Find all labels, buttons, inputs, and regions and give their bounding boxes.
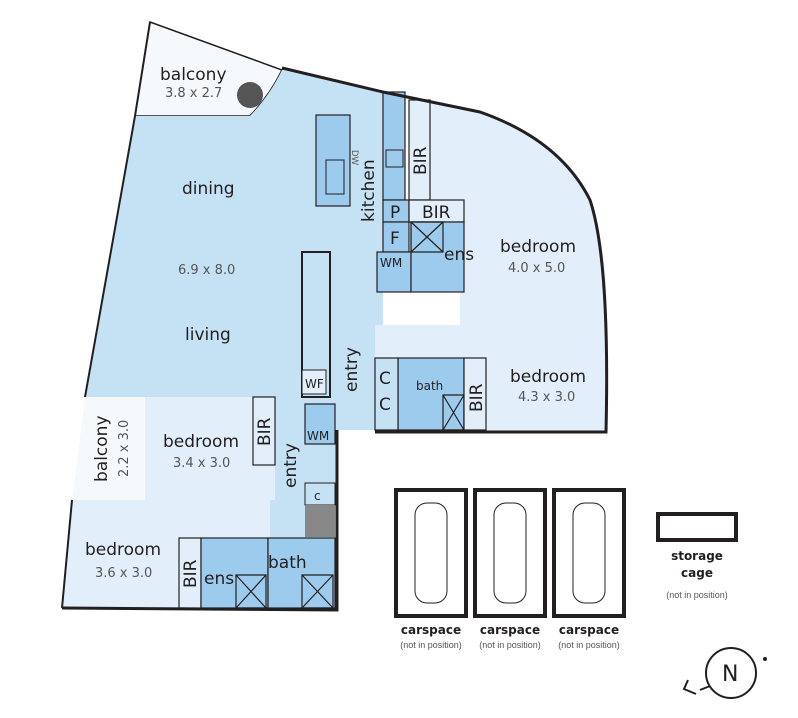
bath-bottom xyxy=(267,537,336,609)
bath-top xyxy=(397,357,465,431)
entry-bottom-label: entry xyxy=(281,443,301,488)
laundry-bottom xyxy=(304,403,336,445)
carspace-1: carspace (not in position) xyxy=(394,488,468,650)
entry-top-label: entry xyxy=(342,347,362,392)
storage-label: storage xyxy=(671,549,723,563)
bir-bedroom3 xyxy=(252,396,276,466)
exterior-wall xyxy=(61,66,609,612)
bath-top-label: bath xyxy=(416,379,443,393)
kitchen-label: kitchen xyxy=(359,159,379,222)
ens-bottom-label: ens xyxy=(204,569,234,589)
sink-icon xyxy=(325,159,345,195)
bir-bedroom3-label: BIR xyxy=(255,417,275,446)
bedroom-2-size: 4.3 x 3.0 xyxy=(518,390,575,405)
laundry-top xyxy=(376,251,412,293)
wm-bottom-label: WM xyxy=(307,429,329,443)
living-size: 6.9 x 8.0 xyxy=(178,263,235,278)
cupboard-2-label: C xyxy=(379,395,391,415)
dining-label: dining xyxy=(182,179,235,199)
north-letter: N xyxy=(722,662,738,687)
bedroom-4-label: bedroom xyxy=(85,540,161,560)
shower-icon xyxy=(410,221,444,253)
ensuite-bottom xyxy=(200,537,269,609)
cooktop-icon xyxy=(385,149,404,168)
storage-note: (not in position) xyxy=(666,590,728,600)
fridge-label: F xyxy=(390,229,400,249)
bedroom-1-area xyxy=(430,100,607,325)
bedroom-3-label: bedroom xyxy=(163,432,239,452)
hot-water-unit-icon xyxy=(237,82,263,108)
bedroom-1-size: 4.0 x 5.0 xyxy=(508,261,565,276)
ensuite-top xyxy=(410,221,465,293)
balcony-left-size: 2.2 x 3.0 xyxy=(117,420,132,477)
bir-bedroom1-label: BIR xyxy=(422,203,451,223)
bir-kitchen-label: BIR xyxy=(411,146,431,175)
shower-icon xyxy=(301,574,334,609)
living-label: living xyxy=(185,325,231,345)
carspace-2-note: (not in position) xyxy=(479,640,541,650)
bath-bottom-label: bath xyxy=(268,553,307,573)
carspace-1-label: carspace xyxy=(401,623,461,637)
wf-label: WF xyxy=(305,377,324,391)
carspace-3: carspace (not in position) xyxy=(552,488,626,650)
carspace-1-note: (not in position) xyxy=(400,640,462,650)
wf-box xyxy=(301,369,327,395)
duct xyxy=(305,505,335,537)
cupboard-1-label: C xyxy=(379,369,391,389)
bedroom-1-label: bedroom xyxy=(500,237,576,257)
ens-top-label: ens xyxy=(444,245,474,265)
balcony-left-area xyxy=(72,397,145,500)
kitchen-bench xyxy=(382,91,406,201)
bedroom-4-size: 3.6 x 3.0 xyxy=(95,566,152,581)
living-dining-area xyxy=(85,70,383,610)
pantry-label: P xyxy=(390,203,400,223)
dishwasher-label: DW xyxy=(350,150,360,165)
balcony-top-label: balcony xyxy=(160,65,227,85)
bedroom-3-size: 3.4 x 3.0 xyxy=(173,456,230,471)
cupboard-small-label: c xyxy=(314,489,321,503)
north-compass-icon: N xyxy=(682,647,767,699)
fridge xyxy=(382,221,410,253)
balcony-left-label: balcony xyxy=(92,415,112,482)
storage-cage: storage cage (not in position) xyxy=(656,512,738,600)
cupboards xyxy=(374,357,399,431)
balcony-top-size: 3.8 x 2.7 xyxy=(165,86,222,101)
facade-glazing xyxy=(61,21,151,609)
bedroom-2-label: bedroom xyxy=(510,367,586,387)
carspace-2-label: carspace xyxy=(480,623,540,637)
carspace-3-label: carspace xyxy=(559,623,619,637)
bir-bedroom2 xyxy=(463,357,487,431)
bir-bedroom2-label: BIR xyxy=(467,383,487,412)
cage-label: cage xyxy=(681,566,713,580)
carspace-3-note: (not in position) xyxy=(558,640,620,650)
wm-top-label: WM xyxy=(380,256,402,270)
carspace-2: carspace (not in position) xyxy=(473,488,547,650)
bir-bedroom4-label: BIR xyxy=(181,559,201,588)
